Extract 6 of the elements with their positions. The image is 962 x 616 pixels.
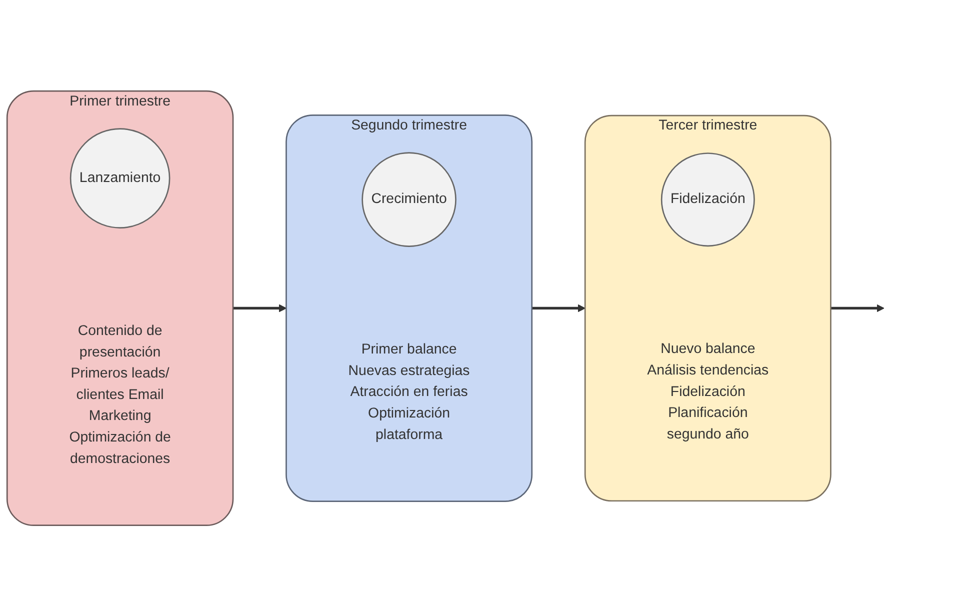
node-circle: Crecimiento (362, 152, 456, 247)
arrow (830, 304, 884, 312)
arrow (233, 304, 287, 312)
node-circle: Lanzamiento (70, 128, 170, 228)
node-circle: Fidelización (660, 152, 755, 246)
arrow (532, 304, 586, 312)
